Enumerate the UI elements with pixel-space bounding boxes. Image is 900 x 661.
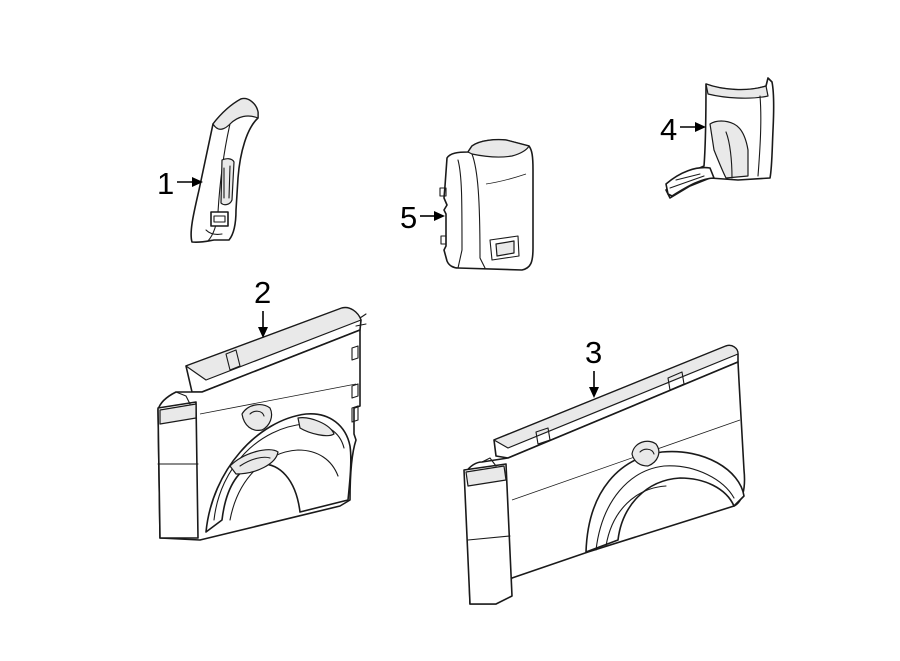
callout-5: 5: [400, 200, 445, 235]
callout-arrow-1: [192, 177, 203, 187]
part-2-quarter-trim-panel: [157, 306, 367, 541]
part-4-pillar-trim: [665, 77, 775, 199]
callout-label-5: 5: [400, 200, 417, 235]
callout-label-3: 3: [585, 335, 602, 370]
callout-arrow-5: [434, 211, 445, 221]
part-5-pillar-trim: [439, 138, 534, 271]
callout-label-2: 2: [254, 275, 271, 310]
callout-arrow-4: [695, 122, 706, 132]
callout-4: 4: [660, 112, 706, 147]
callout-2: 2: [254, 275, 271, 338]
part-3-quarter-trim-panel: [463, 344, 746, 605]
callout-arrow-2: [258, 327, 268, 338]
callout-1: 1: [157, 166, 203, 201]
callout-arrow-3: [589, 387, 599, 398]
callout-3: 3: [585, 335, 602, 398]
callout-label-1: 1: [157, 166, 174, 201]
callout-label-4: 4: [660, 112, 677, 147]
part-1-pillar-trim: [190, 97, 259, 244]
